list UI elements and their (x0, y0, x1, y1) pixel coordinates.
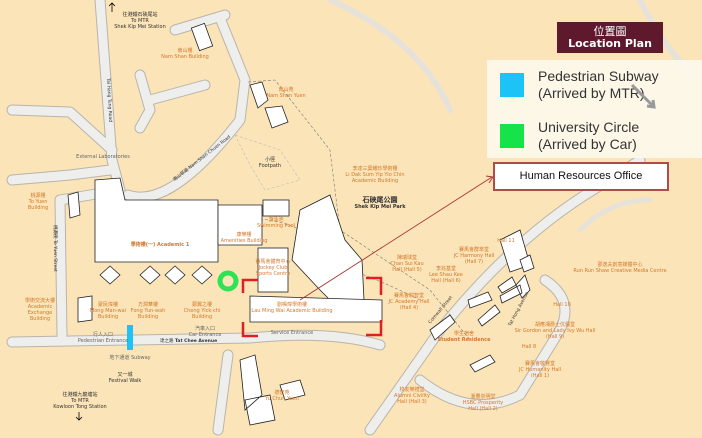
legend-circle-sublabel: (Arrived by Car) (538, 136, 637, 152)
academic-exchange-shape (77, 295, 93, 323)
hall-shapes (429, 254, 535, 373)
academic-1-shape (94, 177, 219, 263)
service-entrance-label: Service Entrance (270, 330, 314, 336)
swimming-pool-shape (262, 199, 290, 217)
title-en: Location Plan (568, 37, 652, 50)
legend-subway-label: Pedestrian Subway (538, 68, 659, 84)
legend-subway-sublabel: (Arrived by MTR) (538, 85, 645, 101)
yu-chun-yuen-shapes (239, 354, 306, 426)
nam-shan-building-shape (190, 22, 214, 52)
circle-swatch (500, 124, 524, 148)
north-arrow-icon (630, 83, 656, 109)
amenities-building-shape (217, 204, 263, 246)
hall-11-label: Hall 11 (497, 238, 515, 244)
pedestrian-subway-marker (127, 325, 133, 350)
tat-chee-avenue-label: 達之路 Tat Chee Avenue (160, 339, 218, 344)
legend-circle-label: University Circle (538, 119, 640, 135)
sports-centre-shape (257, 247, 289, 293)
nam-shan-yuen-shape (249, 81, 269, 109)
buildings (67, 22, 535, 426)
arrow-up-icon (108, 2, 116, 12)
hall-8-label: Hall 8 (521, 344, 537, 350)
hr-office-markers (241, 276, 383, 338)
subway-swatch (500, 73, 524, 97)
diamond-buildings (99, 265, 213, 285)
title-zh: 位置圖 (593, 25, 627, 38)
arrow-down-icon (75, 412, 83, 421)
academic-1-label: 學術樓(一) Academic 1 (130, 242, 190, 248)
to-yuen-street-label: 桃源街 To Yuen Street (52, 225, 57, 272)
hr-office-callout: Human Resources Office (493, 162, 669, 191)
callout-pointer-line (299, 176, 493, 301)
hall-10-label: Hall 10 (553, 302, 571, 308)
external-lab-label: External Laboratories (76, 154, 130, 160)
to-yuen-shape (67, 191, 81, 219)
location-plan-title: 位置圖 Location Plan (557, 22, 663, 53)
legend-item-subway: Pedestrian Subway(Arrived by MTR) (487, 68, 659, 102)
callout-arrowhead (485, 175, 494, 184)
legend-item-circle: University Circle(Arrived by Car) (487, 119, 639, 153)
subway-label: 地下通道 Subway (109, 355, 151, 361)
university-circle-marker (217, 270, 239, 292)
legend: Pedestrian Subway(Arrived by MTR) Univer… (487, 60, 702, 158)
